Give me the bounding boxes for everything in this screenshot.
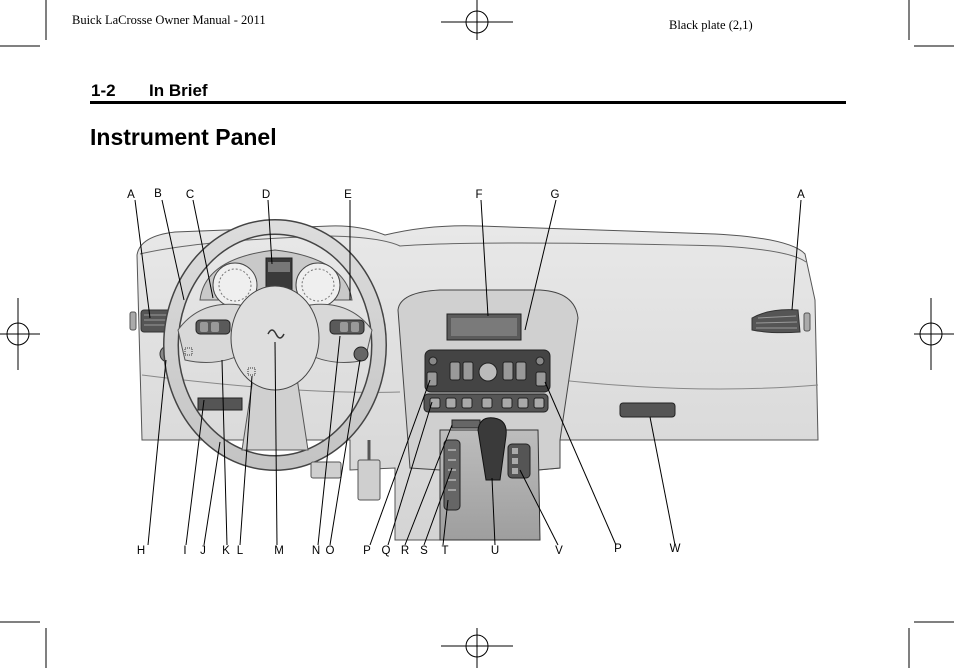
- registration-mark-bottom: [441, 628, 513, 668]
- callout-a-right: A: [797, 189, 805, 201]
- hood-release: [197, 397, 243, 411]
- callout-p-right: P: [614, 543, 622, 555]
- callout-e: E: [344, 189, 352, 201]
- callout-d: D: [262, 189, 270, 201]
- right-air-vent: [751, 309, 811, 334]
- plate-label: Black plate (2,1): [669, 18, 753, 32]
- callout-s: S: [420, 545, 428, 557]
- callouts-top: A B C D E F G A: [127, 188, 805, 201]
- callout-q: Q: [382, 545, 391, 557]
- callout-r: R: [401, 545, 409, 557]
- callout-j: J: [200, 545, 206, 557]
- steering-wheel: [163, 219, 387, 471]
- callout-t: T: [441, 545, 448, 557]
- callout-c: C: [186, 189, 194, 201]
- callout-o: O: [326, 545, 335, 557]
- page-title: Instrument Panel: [90, 124, 277, 150]
- glove-box-handle: [619, 402, 676, 418]
- instrument-cluster: [199, 249, 353, 308]
- callout-l: L: [237, 545, 244, 557]
- callout-n: N: [312, 545, 320, 557]
- callout-i: I: [183, 545, 186, 557]
- callout-g: G: [551, 189, 560, 201]
- registration-mark-left: [0, 298, 40, 370]
- callout-a-left: A: [127, 189, 135, 201]
- section-name: In Brief: [149, 81, 208, 100]
- callout-h: H: [137, 545, 145, 557]
- registration-mark-right: [914, 298, 954, 370]
- callout-w: W: [670, 543, 681, 555]
- callout-m: M: [274, 545, 284, 557]
- callout-u: U: [491, 545, 499, 557]
- callout-f: F: [475, 189, 482, 201]
- callout-p-left: P: [363, 545, 371, 557]
- section-number: 1-2: [91, 81, 116, 100]
- callout-k: K: [222, 545, 230, 557]
- center-console: [439, 417, 541, 541]
- shift-lever: [477, 417, 507, 481]
- manual-title: Buick LaCrosse Owner Manual - 2011: [72, 13, 266, 27]
- callout-b: B: [154, 188, 162, 200]
- callout-leader-lines: [134, 199, 802, 546]
- section-rule: [90, 101, 846, 104]
- ignition-button: [353, 346, 369, 362]
- callouts-bottom: H I J K L M N O P Q R S T U V P W: [137, 543, 681, 557]
- registration-mark-top: [441, 0, 513, 40]
- callout-v: V: [555, 545, 563, 557]
